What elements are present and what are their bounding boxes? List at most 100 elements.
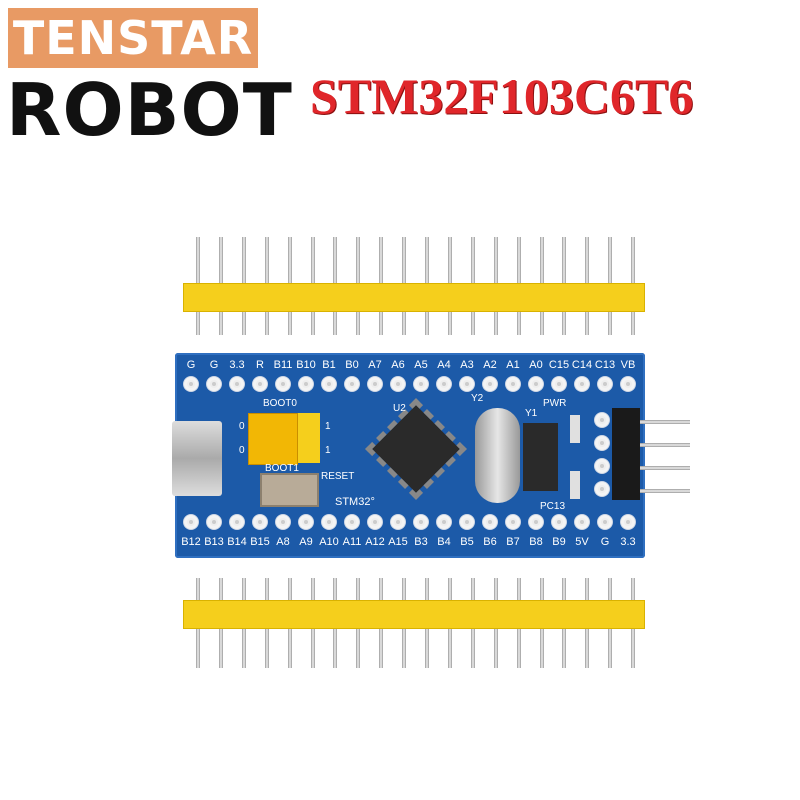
pin-hole (437, 377, 451, 391)
pin-hole (253, 515, 267, 529)
pin-hole (506, 377, 520, 391)
reset-button[interactable] (260, 473, 319, 507)
pin-hole (529, 377, 543, 391)
pin-label: A3 (460, 359, 474, 371)
pin-hole (230, 377, 244, 391)
pin-hole (368, 515, 382, 529)
boot-jumpers (248, 413, 298, 465)
pin-hole (184, 515, 198, 529)
pin-hole (483, 515, 497, 529)
swd-hole (595, 459, 609, 473)
u2-label: U2 (393, 403, 406, 414)
stm32-label: STM32° (335, 496, 375, 508)
pin-hole (460, 515, 474, 529)
pin-hole (529, 515, 543, 529)
pin-label: R (256, 359, 264, 371)
mcu-chip (365, 398, 467, 500)
pc13-label: PC13 (540, 501, 566, 512)
pin-label: A9 (299, 536, 313, 548)
brand-logo-tenstar: TENSTAR (8, 8, 258, 68)
pin-hole (460, 377, 474, 391)
pin-label: A7 (368, 359, 382, 371)
pin-hole (575, 515, 589, 529)
pin-label: B10 (296, 359, 316, 371)
pin-label: C13 (594, 359, 616, 371)
pin-label: B13 (204, 536, 224, 548)
label-0: 0 (239, 445, 245, 456)
swd-header (612, 408, 640, 500)
swd-pin (640, 420, 690, 424)
swd-pin (640, 443, 690, 447)
pin-label: A6 (391, 359, 405, 371)
pin-hole (299, 377, 313, 391)
pin-hole (506, 515, 520, 529)
header-plastic (183, 283, 645, 312)
swd-pin (640, 489, 690, 493)
y1-label: Y1 (525, 408, 538, 419)
pin-label: G (209, 359, 219, 371)
pin-hole (322, 515, 336, 529)
pin-hole (552, 377, 566, 391)
pin-label: A10 (319, 536, 339, 548)
pin-label: A2 (483, 359, 497, 371)
pin-label: B12 (181, 536, 201, 548)
pin-hole (207, 515, 221, 529)
pin-hole (391, 515, 405, 529)
swd-hole (595, 482, 609, 496)
reset-label: RESET (321, 471, 355, 482)
swd-pin (640, 466, 690, 470)
pin-label: A8 (276, 536, 290, 548)
pin-hole (414, 515, 428, 529)
pin-hole (322, 377, 336, 391)
pin-hole (230, 515, 244, 529)
pin-label: A15 (388, 536, 408, 548)
y2-label: Y2 (471, 393, 484, 404)
pc13-led (570, 471, 580, 499)
pin-hole (368, 377, 382, 391)
pin-label: VB (620, 359, 636, 371)
pin-label: B15 (250, 536, 270, 548)
pwr-led (570, 415, 580, 443)
pin-label: A5 (414, 359, 428, 371)
jumper-pin (298, 413, 320, 463)
pin-label: C15 (548, 359, 570, 371)
pin-hole (552, 515, 566, 529)
pin-hole (598, 515, 612, 529)
pin-hole (575, 377, 589, 391)
label-0: 0 (239, 421, 245, 432)
pin-label: B6 (483, 536, 497, 548)
pin-label: B4 (437, 536, 451, 548)
pin-label: A4 (437, 359, 451, 371)
pin-hole (598, 377, 612, 391)
pin-hole (621, 515, 635, 529)
pin-hole (276, 515, 290, 529)
micro-usb-port (172, 421, 222, 496)
pin-label: B5 (460, 536, 474, 548)
pin-hole (207, 377, 221, 391)
pin-label: 5V (575, 536, 589, 548)
pin-hole (391, 377, 405, 391)
pin-hole (621, 377, 635, 391)
header-plastic (183, 600, 645, 629)
pin-label: B0 (345, 359, 359, 371)
pwr-label: PWR (543, 398, 567, 409)
pin-hole (253, 377, 267, 391)
pin-label: B3 (414, 536, 428, 548)
label-1: 1 (325, 421, 331, 432)
pin-label: A1 (506, 359, 520, 371)
pin-label: B14 (227, 536, 247, 548)
pin-hole (184, 377, 198, 391)
pin-label: B8 (529, 536, 543, 548)
product-title: STM32F103C6T6 (310, 68, 694, 124)
pin-label: B11 (273, 359, 293, 371)
pin-label: G (600, 536, 610, 548)
pin-label: A11 (342, 536, 362, 548)
pin-hole (437, 515, 451, 529)
pin-label: C14 (571, 359, 593, 371)
pin-label: 3.3 (229, 359, 245, 371)
swd-hole (595, 436, 609, 450)
swd-hole (595, 413, 609, 427)
pin-hole (414, 377, 428, 391)
pin-hole (483, 377, 497, 391)
